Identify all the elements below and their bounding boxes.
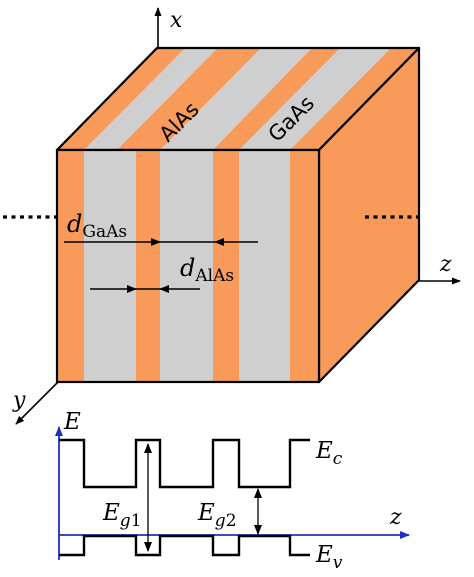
- eg1-label: Eg1: [102, 500, 142, 531]
- conduction-band-edge: [59, 438, 310, 489]
- d-gaas-label: dGaAs: [67, 210, 127, 242]
- valence-band-edge: [59, 534, 310, 557]
- gaas-layer: [84, 150, 136, 382]
- z-axis-label: z: [439, 252, 452, 277]
- y-axis: [15, 381, 59, 425]
- d-alas-label: dAlAs: [180, 254, 234, 286]
- band-energy-label: E: [63, 409, 81, 435]
- cube-front-face: [55, 148, 321, 384]
- band-z-label: z: [389, 505, 402, 530]
- ev-label: Ev: [315, 542, 343, 573]
- gaas-layer: [160, 150, 213, 382]
- eg2-label: Eg2: [197, 500, 237, 531]
- x-axis-label: x: [170, 8, 183, 33]
- gaas-layer: [239, 150, 290, 382]
- ec-label: Ec: [315, 438, 343, 469]
- cube-top-face: [55, 46, 421, 152]
- band-diagram: [55, 426, 410, 560]
- y-axis-label: y: [12, 388, 26, 413]
